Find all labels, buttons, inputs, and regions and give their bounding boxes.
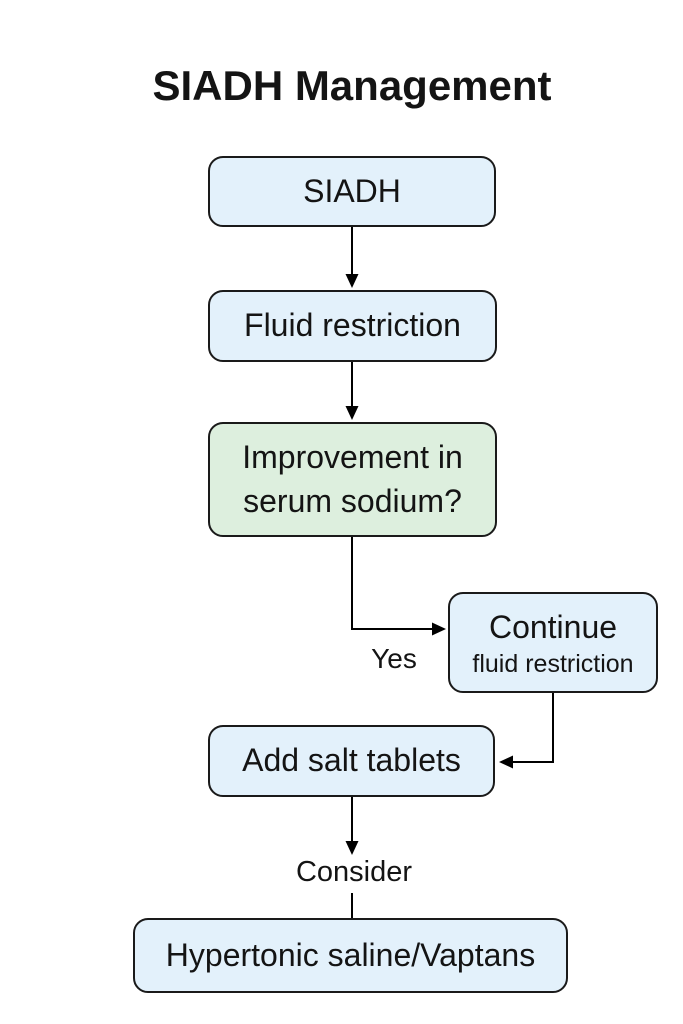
edge-label-yes: Yes xyxy=(371,643,417,674)
node-siadh-label: SIADH xyxy=(303,172,401,209)
node-siadh: SIADH xyxy=(208,156,496,227)
node-add-salt-tablets: Add salt tablets xyxy=(208,725,495,797)
node-improvement-label: Improvement in serum sodium? xyxy=(242,439,463,519)
node-add-salt-label: Add salt tablets xyxy=(242,742,461,779)
edge-label-consider: Consider xyxy=(295,856,413,888)
node-hypertonic-label: Hypertonic saline/Vaptans xyxy=(165,936,536,973)
edge-continue-to-add-salt xyxy=(499,693,554,769)
diagram-title: SIADH Management xyxy=(152,62,552,109)
node-fluid-restriction-label: Fluid restriction xyxy=(244,307,461,344)
edge-improvement-to-continue xyxy=(351,537,446,636)
node-improvement-in-serum-sodium: Improvement in serum sodium? xyxy=(208,422,497,537)
node-fluid-restriction: Fluid restriction xyxy=(208,290,497,362)
node-continue-line2: fluid restriction xyxy=(472,650,634,679)
node-hypertonic-saline-vaptans: Hypertonic saline/Vaptans xyxy=(133,918,568,993)
node-continue-fluid-restriction: Continue fluid restriction xyxy=(448,592,658,693)
node-continue-line1: Continue xyxy=(488,608,618,645)
